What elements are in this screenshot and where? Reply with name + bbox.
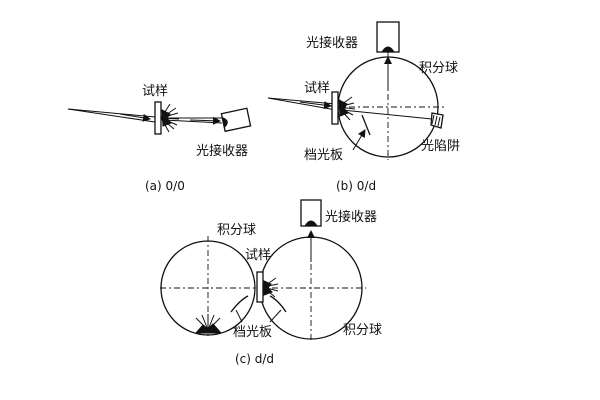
panel-a-reflected-arrow [189,116,221,125]
panel-c-right-baffle-pointer [269,309,282,323]
panel-a-caption: (a) 0/0 [145,179,185,193]
panel-c-right-sphere-label: 积分球 [343,323,382,338]
panel-c-baffle-label: 档光板 [233,325,272,340]
panel-c-receiver-label: 光接收器 [325,209,377,225]
panel-c-left-baffle-pointer [235,309,243,323]
panel-b-receiver-label: 光接收器 [306,35,358,51]
panel-a-incident-arrow [119,113,151,122]
panel-b-caption: (b) 0/d [336,179,376,193]
panel-b-sample-plate [331,91,339,125]
panel-b-sphere-label: 积分球 [419,61,458,76]
panel-c-right-baffle [269,295,287,313]
panel-b-incident-arrow [299,101,332,110]
panel-a-reflected-ray-bottom [163,119,223,124]
panel-a-receiver-label: 光接收器 [196,143,248,159]
panel-c-left-sphere-label: 积分球 [217,223,256,238]
panel-c-sample-plate [256,271,264,303]
panel-b-sample-label: 试样 [304,81,330,96]
panel-b-light-trap-label: 光陷阱 [421,139,460,154]
panel-c-caption: (c) d/d [235,352,274,366]
panel-a-incident-ray-bottom [67,108,156,123]
panel-b-incident-ray-top [267,97,337,105]
panel-b-baffle-label: 档光板 [304,148,343,163]
panel-c-left-baffle [230,295,249,313]
panel-c-receiver [300,199,322,227]
panel-b-baffle [361,114,371,136]
panel-c-scatter-blob [263,280,273,296]
panel-b-receiver [376,21,400,53]
panel-b-incident-ray-bottom [267,97,337,111]
panel-a-sample-plate [154,101,162,135]
panel-a-receiver [220,107,252,133]
panel-a-incident-ray-top [67,108,156,118]
panel-c-sample-label: 试样 [245,248,271,263]
panel-a: 试样 光接收器 (a) 0/0 [67,84,252,193]
panel-b-baffle-pointer [352,129,366,151]
panel-c-bottom-source-blob [194,323,223,334]
panel-b-light-trap [430,112,444,129]
panel-b: 光接收器 积分球 试样 光陷阱 档光板 (b) 0/d [267,21,460,193]
panel-a-sample-label: 试样 [142,84,168,99]
panel-c: 光接收器 积分球 试样 档光板 积分球 (c) d/d [160,199,382,366]
panel-b-specular-ray [341,109,433,120]
